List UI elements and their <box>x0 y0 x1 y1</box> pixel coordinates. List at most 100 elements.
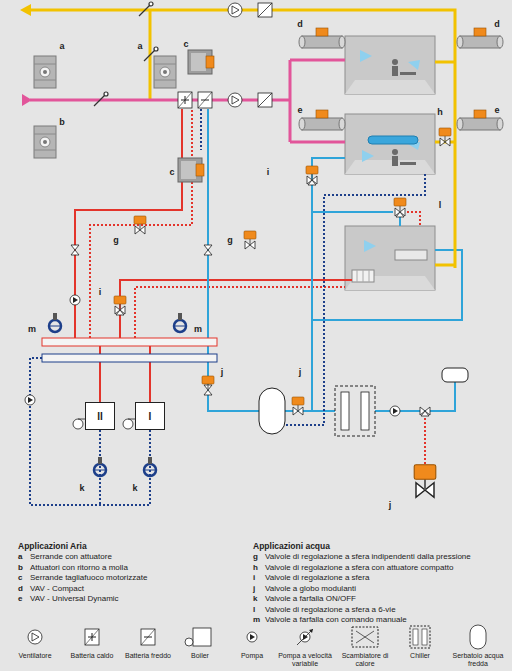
boiler-label: II <box>97 411 103 422</box>
callout-letter: e <box>493 105 500 115</box>
return-pipe <box>285 174 425 425</box>
legend-key-letter: g <box>253 552 258 562</box>
callout-letter: l <box>438 200 443 210</box>
header-manifold <box>42 338 217 362</box>
callout-letter: m <box>193 324 203 334</box>
fan-symbol <box>228 3 242 17</box>
hot-water-return-pipe <box>135 287 345 338</box>
valve-actuator <box>394 198 406 212</box>
boiler-blower <box>128 419 135 420</box>
legend-key-letter: c <box>18 573 22 583</box>
room-furniture <box>392 59 398 65</box>
callout-letter: g <box>226 235 234 245</box>
legend-label: Batteria freddo <box>120 652 176 660</box>
heating-coil <box>181 96 189 104</box>
air-box <box>258 3 272 17</box>
pump-symbol <box>70 295 80 305</box>
header-manifold <box>42 338 217 346</box>
legend-key-letter: k <box>253 594 257 604</box>
legend-key-letter: h <box>253 563 258 573</box>
chilled-water-pipe <box>208 109 462 411</box>
valve-actuator <box>306 166 318 180</box>
hot-water-return-pipe <box>90 109 192 338</box>
air-box <box>258 3 272 107</box>
room-furniture <box>400 72 416 75</box>
duct-damper <box>94 2 158 106</box>
callout-letter: e <box>296 105 303 115</box>
legend-key-letter: a <box>18 552 22 562</box>
callout-letter: h <box>436 107 444 117</box>
legend-symbol <box>422 629 427 645</box>
pump-symbol <box>390 406 400 416</box>
boiler-blower <box>123 419 133 429</box>
legend-symbol <box>356 631 374 643</box>
legend-symbol <box>185 638 193 646</box>
room-furniture <box>392 149 398 155</box>
legend-symbol <box>28 630 42 644</box>
heating-coil <box>178 92 192 108</box>
butterfly-valve <box>144 457 156 476</box>
boiler-blower <box>73 419 83 429</box>
ball-valve <box>204 245 212 255</box>
callout-letter: a <box>58 41 65 51</box>
chiller <box>341 392 349 430</box>
room <box>345 36 435 290</box>
radiator <box>357 270 369 282</box>
room-furniture <box>392 66 398 76</box>
room-furniture <box>400 162 416 165</box>
air-flow-arrow <box>362 150 374 162</box>
legend-key-letter: b <box>18 563 23 573</box>
valve-actuator <box>202 376 214 390</box>
damper-actuator <box>34 56 56 88</box>
vav-compact <box>457 28 503 48</box>
legend-label: Boiler <box>172 652 228 660</box>
fan-coil-unit <box>395 250 427 260</box>
legend-item-text: Serrande tagliafuoco motorizzate <box>30 573 147 583</box>
callout-letter: j <box>388 500 393 510</box>
air-box <box>258 3 272 17</box>
exhaust-duct <box>435 62 455 265</box>
legend-item-text: Valvole a globo modulanti <box>265 584 356 594</box>
damper-actuator <box>154 56 176 88</box>
air-box <box>258 93 272 107</box>
legend-key-letter: l <box>253 605 255 615</box>
hot-water-return-pipe <box>407 212 420 226</box>
legend-label: Pompa a velocità variabile <box>277 652 333 668</box>
boiler-label: I <box>149 411 152 422</box>
radiator <box>352 270 374 282</box>
chiller <box>335 386 375 436</box>
spring-return-actuator <box>34 126 56 158</box>
duct-damper <box>154 47 158 51</box>
legend-symbol <box>470 625 486 649</box>
vav-compact <box>299 28 345 48</box>
boiler-blower <box>78 419 85 420</box>
legend-heading: Applicazioni Aria <box>18 541 87 551</box>
callout-letter: k <box>131 483 138 493</box>
boiler-box: I <box>135 402 165 430</box>
flow-arrow <box>22 94 32 106</box>
chilled-water-pipe <box>285 410 335 412</box>
return-pipe <box>200 109 202 150</box>
legend-label: Batteria caldo <box>64 652 120 660</box>
callout-letter: g <box>112 235 120 245</box>
legend-symbol <box>144 637 152 638</box>
chiller <box>361 392 369 430</box>
expansion-tank <box>442 368 468 382</box>
cooling-coil <box>201 100 209 101</box>
air-flow-arrow <box>360 50 420 252</box>
legend-item-text: Valvole di regolazione a sfera con attua… <box>265 563 453 573</box>
legend-symbol <box>413 629 418 645</box>
valve-actuator <box>439 128 451 142</box>
legend-key-letter: d <box>18 584 23 594</box>
room <box>345 80 435 94</box>
legend-symbol <box>309 629 313 633</box>
fire-damper <box>178 158 204 182</box>
cold-water-tank <box>259 388 285 434</box>
legend-item-text: Valvole a farfalla con comando manuale <box>265 615 407 625</box>
hot-water-pipe <box>75 109 182 338</box>
chilled-water-pipe <box>208 109 259 411</box>
legend-item-text: Valvole di regolazione a sfera <box>265 573 369 583</box>
air-flow-arrow <box>364 240 376 252</box>
cooling-coil <box>198 92 212 108</box>
air-flow-arrow <box>408 60 420 70</box>
